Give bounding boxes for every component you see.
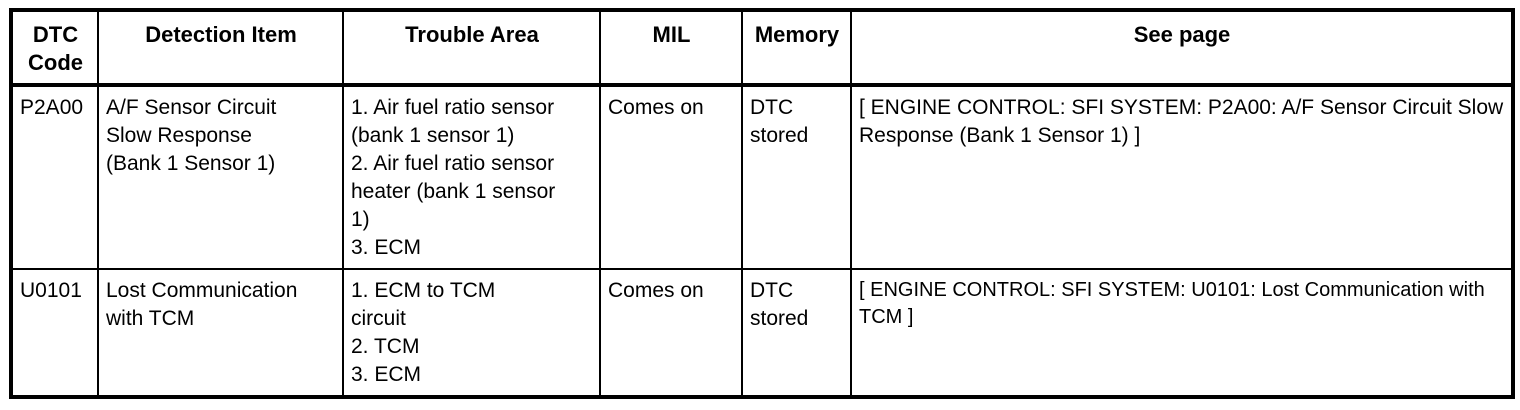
column-header-dtc-code: DTC Code bbox=[10, 10, 99, 88]
column-header-trouble-area: Trouble Area bbox=[342, 10, 601, 88]
cell-detection-item: Lost Communication with TCM bbox=[97, 268, 344, 397]
dtc-table: DTC Code Detection Item Trouble Area MIL… bbox=[9, 8, 1515, 399]
cell-dtc-code: P2A00 bbox=[10, 85, 99, 270]
column-header-see-page: See page bbox=[850, 10, 1514, 88]
column-header-memory: Memory bbox=[741, 10, 852, 88]
cell-memory: DTC stored bbox=[741, 268, 852, 397]
cell-trouble-area: 1. Air fuel ratio sensor (bank 1 sensor … bbox=[342, 85, 601, 270]
cell-trouble-area: 1. ECM to TCM circuit 2. TCM 3. ECM bbox=[342, 268, 601, 397]
cell-see-page-reference[interactable]: [ ENGINE CONTROL: SFI SYSTEM: U0101: Los… bbox=[850, 268, 1514, 397]
table-row: P2A00 A/F Sensor Circuit Slow Response (… bbox=[10, 85, 1514, 270]
cell-mil: Comes on bbox=[599, 268, 743, 397]
column-header-detection-item: Detection Item bbox=[97, 10, 344, 88]
column-header-mil: MIL bbox=[599, 10, 743, 88]
table-header-row: DTC Code Detection Item Trouble Area MIL… bbox=[10, 10, 1514, 88]
cell-see-page-reference[interactable]: [ ENGINE CONTROL: SFI SYSTEM: P2A00: A/F… bbox=[850, 85, 1514, 270]
cell-mil: Comes on bbox=[599, 85, 743, 270]
cell-detection-item: A/F Sensor Circuit Slow Response (Bank 1… bbox=[97, 85, 344, 270]
cell-dtc-code: U0101 bbox=[10, 268, 99, 397]
table-row: U0101 Lost Communication with TCM 1. ECM… bbox=[10, 268, 1514, 397]
cell-memory: DTC stored bbox=[741, 85, 852, 270]
